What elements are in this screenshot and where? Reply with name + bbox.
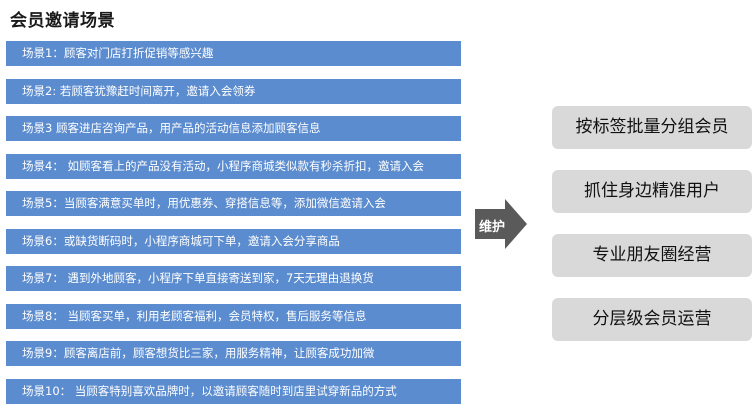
scenario-bar-6: 场景6：或缺货断码时，小程序商城可下单，邀请入会分享商品 xyxy=(6,228,461,254)
page-title: 会员邀请场景 xyxy=(10,11,115,31)
scenario-bar-9: 场景9：顾客离店前，顾客想货比三家，用服务精神，让顾客成功加微 xyxy=(6,341,461,366)
scenario-bar-7: 场景7： 遇到外地顾客，小程序下单直接寄送到家，7天无理由退换货 xyxy=(6,266,461,291)
scenario-bar-8: 场景8： 当顾客买单，利用老顾客福利，会员特权，售后服务等信息 xyxy=(6,303,461,329)
scenario-bar-1: 场景1：顾客对门店打折促销等感兴趣 xyxy=(6,41,461,66)
scenario-bar-5: 场景5：当顾客满意买单时，用优惠券、穿搭信息等，添加微信邀请入会 xyxy=(6,191,461,216)
action-box-4: 分层级会员运营 xyxy=(552,298,752,341)
scenario-bar-4: 场景4： 如顾客看上的产品没有活动，小程序商城类似款有秒杀折扣，邀请入会 xyxy=(6,153,461,179)
scenario-bar-10: 场景10： 当顾客特别喜欢品牌时，以邀请顾客随时到店里试穿新品的方式 xyxy=(6,378,461,404)
action-box-1: 按标签批量分组会员 xyxy=(552,106,752,149)
action-list: 按标签批量分组会员 抓住身边精准用户 专业朋友圈经营 分层级会员运营 xyxy=(552,106,752,362)
action-box-2: 抓住身边精准用户 xyxy=(552,170,752,213)
scenario-bar-2: 场景2: 若顾客犹豫赶时间离开，邀请入会领券 xyxy=(6,78,461,104)
arrow-label: 维护 xyxy=(479,220,506,235)
scenario-bar-3: 场景3 顾客进店咨询产品，用产品的活动信息添加顾客信息 xyxy=(6,116,461,141)
right-arrow-icon xyxy=(475,199,527,249)
action-box-3: 专业朋友圈经营 xyxy=(552,234,752,277)
scenario-list: 场景1：顾客对门店打折促销等感兴趣 场景2: 若顾客犹豫赶时间离开，邀请入会领券… xyxy=(6,41,461,416)
